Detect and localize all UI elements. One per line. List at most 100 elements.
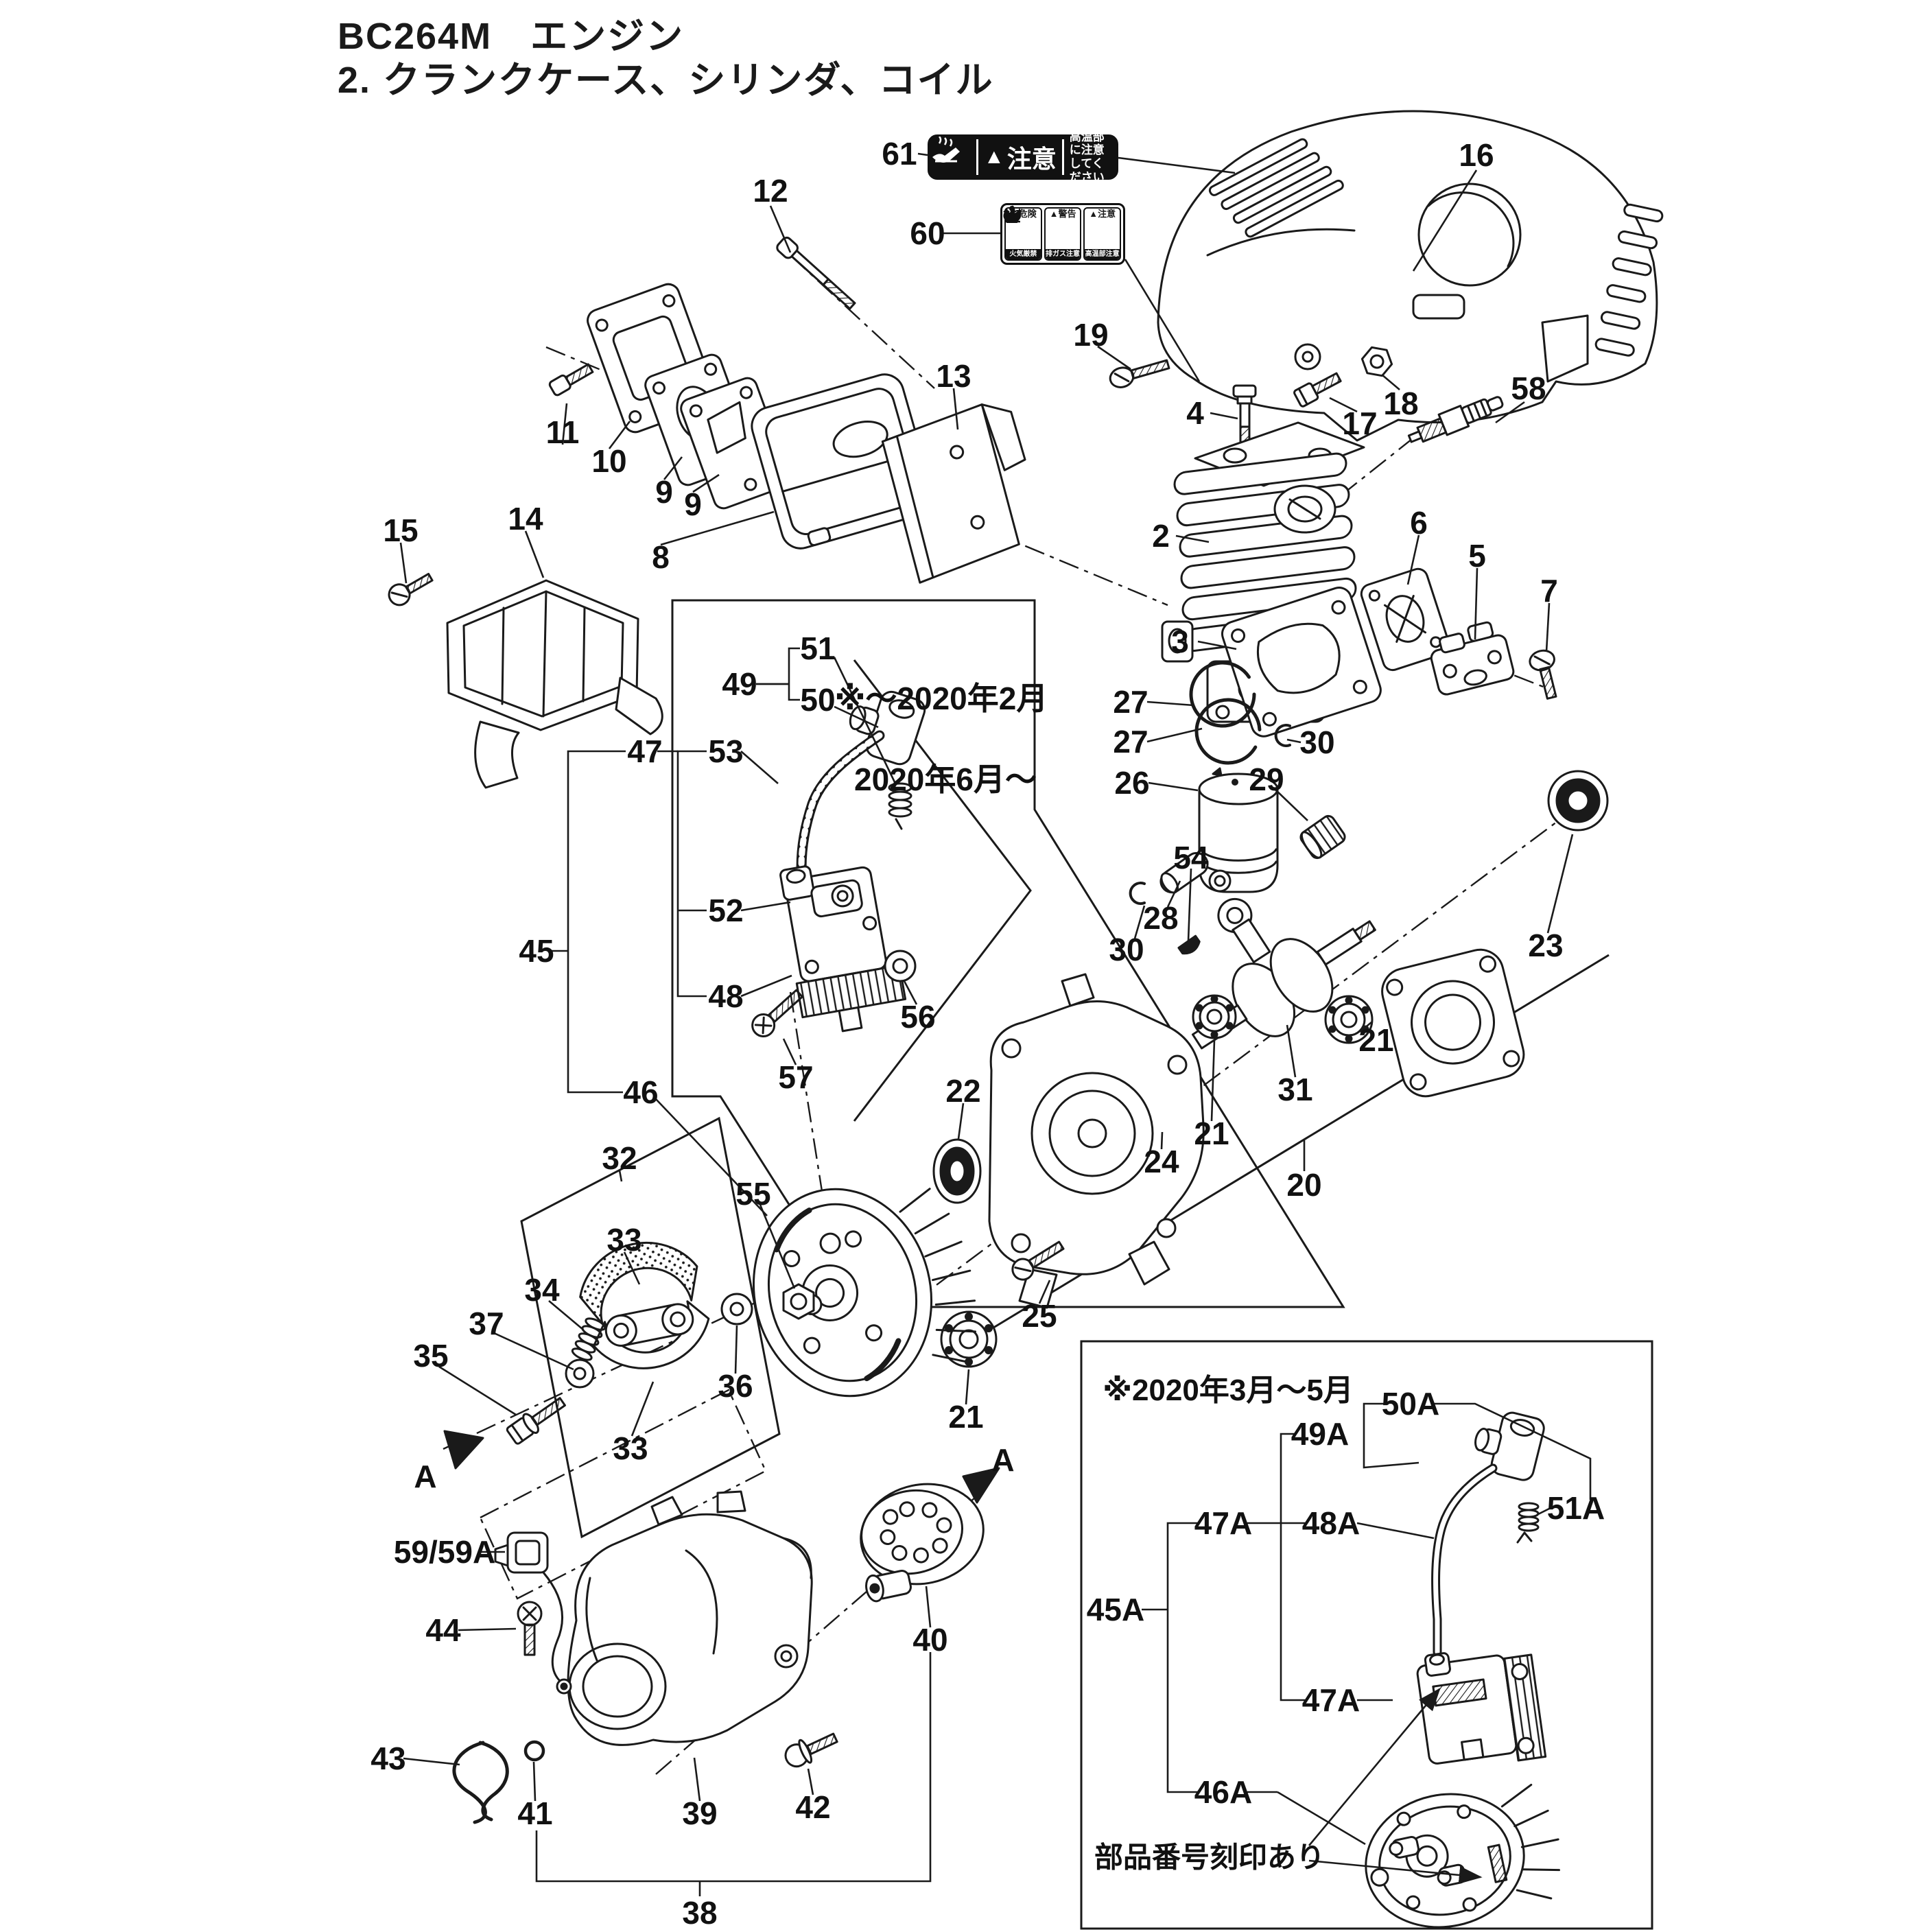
hot-surface-hand-icon [932, 137, 978, 175]
section-arrow-a-left [443, 1430, 484, 1470]
part-callout-25: 25 [1022, 1298, 1057, 1334]
ignition-coil-48 [779, 865, 907, 1033]
part-callout-38: 38 [682, 1895, 718, 1931]
part-callout-37: 37 [469, 1306, 504, 1341]
part-callout-21: 21 [948, 1399, 984, 1435]
ball-bearing-21-left [1192, 994, 1237, 1039]
safety-decal-60: ▲危険 火気厳禁 ▲警告 排ガス注意 ▲注意 高温部注意 [1000, 203, 1125, 265]
screw-7 [1529, 649, 1557, 700]
screw-19 [1109, 359, 1170, 388]
page-title: BC264M エンジン 2. クランクケース、シリンダ、コイル [338, 15, 994, 102]
insulator-5 [1430, 621, 1515, 696]
high-tension-wire-53 [796, 730, 885, 886]
part-callout-33: 33 [613, 1430, 648, 1466]
part-callout-47A: 47A [1194, 1505, 1253, 1541]
part-callout-47: 47 [627, 733, 663, 769]
model-title: BC264M エンジン [338, 16, 685, 57]
caution-header: ▲注意 [1089, 209, 1116, 219]
part-callout-54: 54 [1173, 840, 1209, 875]
part-callout-8: 8 [652, 539, 670, 575]
part-callout-43: 43 [370, 1741, 406, 1776]
crankcase-half-left-20 [988, 973, 1205, 1309]
screw-57 [751, 989, 803, 1037]
part-callout-30: 30 [1109, 932, 1144, 967]
clutch-spring-34 [571, 1317, 606, 1361]
part-callout-49A: 49A [1291, 1416, 1350, 1452]
coil-variant-note-line1: ※～2020年2月 [834, 681, 1048, 716]
inset-box [1080, 1340, 1653, 1930]
needle-bearing-29 [1299, 814, 1346, 860]
part-callout-7: 7 [1540, 573, 1558, 609]
wire-circlip-30b [1129, 882, 1146, 905]
caution-decal-61: ▲ 注意 高温部に注意 してください [928, 130, 1118, 184]
part-callout-27: 27 [1113, 724, 1148, 759]
part-callout-39: 39 [682, 1795, 718, 1831]
part-callout-13: 13 [936, 358, 971, 394]
part-callout-21: 21 [1194, 1116, 1229, 1151]
high-tension-wire-48a [1431, 1463, 1498, 1657]
flywheel-nut-55 [782, 1283, 815, 1320]
part-callout-20: 20 [1286, 1167, 1322, 1203]
coil-variant-box [671, 599, 1345, 1308]
part-callout-61: 61 [882, 136, 917, 172]
ball-bearing-21-right [1324, 995, 1374, 1044]
section-title: 2. クランクケース、シリンダ、コイル [338, 59, 994, 101]
part-callout-35: 35 [413, 1338, 449, 1374]
screw-12 [776, 236, 856, 310]
part-callout-17: 17 [1342, 405, 1378, 441]
part-callout-24: 24 [1144, 1144, 1179, 1179]
warning-panel: ▲警告 排ガス注意 [1003, 206, 1082, 261]
part-callout-44: 44 [425, 1612, 461, 1648]
cylinder-gasket-3 [1221, 587, 1382, 738]
part-callout-3: 3 [1171, 624, 1189, 659]
part-callout-27: 27 [1113, 684, 1148, 720]
ignition-coil-47a [1416, 1652, 1547, 1765]
screw-25 [1011, 1240, 1065, 1281]
part-callout-46: 46 [623, 1074, 659, 1110]
section-arrow-a-right [962, 1467, 1000, 1504]
part-callout-51: 51 [800, 631, 836, 666]
part-callout-15: 15 [383, 513, 419, 548]
part-callout-12: 12 [753, 173, 788, 209]
part-callout-55: 55 [735, 1176, 771, 1212]
part-callout-21: 21 [1358, 1022, 1394, 1058]
part-callout-46A: 46A [1194, 1774, 1253, 1810]
part-callout-5959A: 59/59A [393, 1534, 496, 1570]
part-callout-48: 48 [708, 978, 744, 1014]
exhaust-gasket-6 [1360, 567, 1450, 672]
part-callout-6: 6 [1410, 505, 1428, 541]
part-callout-34: 34 [524, 1272, 560, 1308]
part-callout-41: 41 [517, 1795, 553, 1831]
part-callout-19: 19 [1073, 317, 1109, 353]
screw-15 [388, 572, 434, 606]
part-callout-36: 36 [718, 1368, 753, 1404]
caution-signal-word: ▲ 注意 [978, 139, 1064, 175]
part-callout-10: 10 [591, 443, 627, 479]
piston-pin-28 [1159, 851, 1209, 894]
part-callout-53: 53 [708, 733, 744, 769]
muffler-bolt-11 [548, 363, 594, 397]
piston-26 [1198, 767, 1279, 893]
part-callout-29: 29 [1249, 762, 1284, 797]
part-callout-60: 60 [910, 215, 945, 251]
muffler-cover-14 [446, 579, 663, 789]
bolt-35 [506, 1397, 566, 1445]
clutch-drum-40 [860, 1483, 985, 1603]
part-callout-51A: 51A [1546, 1490, 1605, 1526]
washer-36 [720, 1293, 753, 1326]
part-callout-33: 33 [606, 1222, 642, 1258]
spark-plug-58 [1407, 396, 1504, 443]
caution-detail-text: 高温部に注意 してください [1069, 130, 1105, 184]
part-callout-57: 57 [778, 1059, 814, 1095]
coil-variant-note-line2: 2020年6月～ [854, 762, 1037, 797]
washer-37 [565, 1358, 595, 1389]
fan-cover-39 [567, 1490, 813, 1746]
wire-circlip-30a [1274, 724, 1291, 747]
part-callout-56: 56 [900, 999, 936, 1035]
part-callout-11: 11 [545, 414, 580, 450]
stop-switch-59 [494, 1531, 572, 1695]
part-callout-30: 30 [1299, 724, 1335, 760]
grommet-56 [884, 950, 917, 982]
